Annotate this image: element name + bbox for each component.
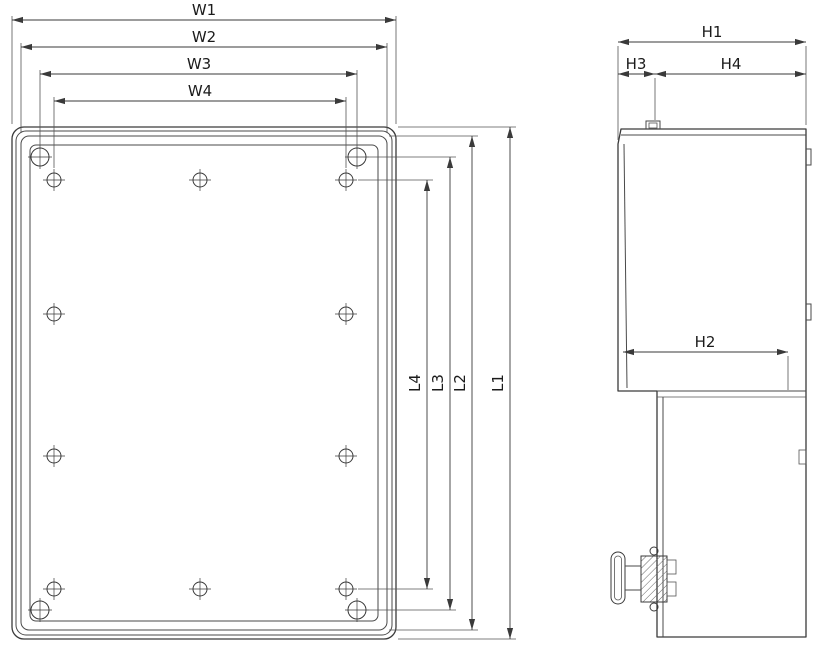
dim-label-w1: W1 [192, 1, 216, 19]
dim-label-h4: H4 [721, 55, 742, 73]
side-view: H1 H3 H4 H2 [610, 23, 812, 638]
dim-label-h2: H2 [695, 333, 716, 351]
dimension-h3: H3 [618, 55, 656, 120]
dim-label-w3: W3 [187, 55, 211, 73]
dimension-w2: W2 [20, 28, 388, 133]
side-outline [617, 120, 812, 638]
dimension-l1: L1 [398, 126, 516, 640]
dimension-l4: L4 [358, 179, 433, 590]
dimension-l3: L3 [369, 156, 456, 611]
dimension-w1: W1 [11, 1, 397, 124]
latch [610, 546, 677, 612]
dim-label-l4: L4 [406, 374, 424, 392]
dimension-h4: H4 [655, 55, 806, 78]
dimension-l2: L2 [389, 135, 478, 631]
dimension-w4: W4 [53, 82, 347, 168]
dim-label-h3: H3 [626, 55, 647, 73]
dim-label-w2: W2 [192, 28, 216, 46]
dimension-w3: W3 [39, 55, 358, 145]
dim-label-l2: L2 [451, 374, 469, 392]
dimension-h1: H1 [617, 23, 807, 140]
dim-label-l3: L3 [429, 374, 447, 392]
front-outline [11, 126, 397, 640]
cover-screws [28, 145, 369, 622]
dim-label-l1: L1 [489, 374, 507, 392]
mounting-holes [43, 169, 357, 600]
dim-label-w4: W4 [188, 82, 212, 100]
dimension-h2: H2 [623, 333, 789, 390]
front-view: W1 W2 W3 W4 L1 [11, 1, 516, 640]
dim-label-h1: H1 [702, 23, 723, 41]
